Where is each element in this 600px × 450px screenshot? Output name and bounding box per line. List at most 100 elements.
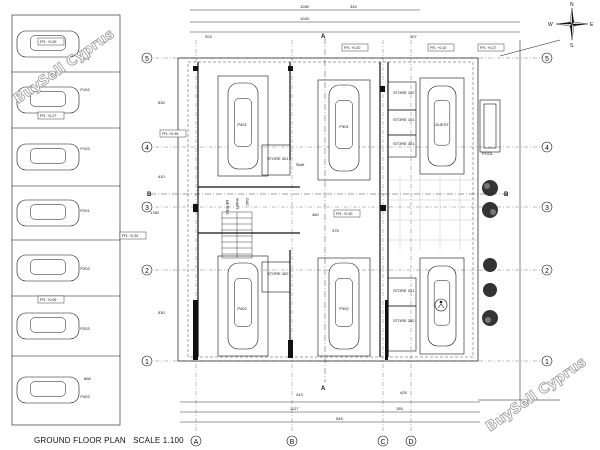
dim-top-5: 307: [410, 34, 417, 39]
pool-label: POOL: [482, 151, 494, 156]
parking-label-p101: P101: [80, 56, 90, 61]
accessible-parking-icon: [434, 298, 448, 312]
car-icon: [16, 143, 80, 171]
corridor-grid-pattern: [388, 175, 478, 250]
staircase: [221, 211, 253, 259]
svg-text:5: 5: [545, 56, 549, 63]
svg-text:Shaft: Shaft: [296, 163, 304, 167]
bottom-dimension-lines: [180, 401, 480, 423]
row-1-label: 1: [145, 359, 149, 366]
store-101-label: STORE 101: [393, 117, 415, 122]
plan-title: GROUND FLOOR PLAN: [34, 436, 126, 445]
svg-text:GAS: GAS: [245, 198, 249, 206]
center-parking-labels: P401 P301 P302 P402 GUEST: [237, 122, 449, 311]
svg-text:FFL +0.27: FFL +0.27: [480, 46, 496, 50]
svg-text:FFL +0.20: FFL +0.20: [344, 46, 360, 50]
dim-top-3: 1040: [300, 16, 310, 21]
svg-text:1780: 1780: [150, 210, 160, 215]
svg-text:1: 1: [545, 359, 549, 366]
col-b-label: B: [290, 439, 295, 446]
section-b-left: B: [147, 192, 152, 198]
row-5-label: 5: [145, 56, 149, 63]
car-icon: [427, 265, 457, 347]
svg-text:3: 3: [545, 205, 549, 212]
svg-text:2: 2: [545, 268, 549, 275]
row-3-label: 3: [145, 205, 149, 212]
parking-label-p102: P102: [80, 87, 90, 92]
svg-text:155: 155: [396, 406, 403, 411]
compass-s: S: [570, 43, 574, 49]
parking-label-p103: P103: [80, 146, 90, 151]
section-b-right: B: [504, 192, 509, 198]
svg-text:METERS: METERS: [225, 200, 229, 215]
svg-text:530: 530: [158, 100, 165, 105]
utility-labels: METERS SHAFT GAS Shaft: [225, 163, 304, 215]
shrub-planters: [482, 180, 498, 326]
compass-n: N: [570, 2, 574, 8]
store-102-label: STORE 102: [393, 90, 415, 95]
section-a-bottom: A: [321, 386, 326, 392]
car-icon: [16, 312, 80, 340]
top-dimension-lines: [190, 9, 520, 33]
top-dimension-labels: 1260 345 1040 203 307: [205, 4, 417, 39]
store-202-label: STORE 202: [393, 318, 415, 323]
ffl-level-tags: FFL +0.25 FFL +0.27 FFL +0.30 FFL +0.35 …: [37, 37, 505, 304]
col-d-label: D: [408, 439, 413, 446]
row-bubbles-right: 5 4 3 2 1: [541, 52, 553, 367]
row-4-label: 4: [145, 145, 149, 152]
svg-text:545: 545: [336, 416, 343, 421]
section-a-top: A: [321, 34, 326, 40]
parking-label-p301: P301: [339, 124, 349, 129]
svg-text:FFL +0.35: FFL +0.35: [162, 132, 178, 136]
svg-text:460: 460: [312, 212, 319, 217]
side-dimension-labels: 530 410 1780 530 896 460 375: [84, 100, 339, 381]
dim-top-4: 203: [205, 34, 212, 39]
car-icon: [427, 85, 457, 167]
column-grid-lines: [195, 40, 412, 432]
compass-w: W: [548, 22, 553, 28]
north-compass: N E S W: [548, 2, 594, 49]
svg-text:FFL +0.10: FFL +0.10: [430, 46, 446, 50]
parking-label-p203: P203: [80, 326, 90, 331]
car-icon: [16, 376, 80, 404]
bottom-dimension-labels: 1127 155 243 545 425: [290, 390, 407, 421]
compass-e: E: [590, 22, 594, 28]
svg-text:530: 530: [158, 310, 165, 315]
row-2-label: 2: [145, 268, 149, 275]
car-icon: [328, 262, 360, 350]
svg-text:FFL +0.27: FFL +0.27: [40, 114, 56, 118]
left-parking-strip: [11, 14, 121, 426]
pool-area: [479, 99, 501, 153]
car-icon: [227, 82, 259, 170]
right-boundary: [478, 39, 561, 401]
parking-label-p402b: P402: [80, 394, 90, 399]
svg-text:FFL +0.05: FFL +0.05: [40, 298, 56, 302]
store-rooms: [261, 81, 417, 352]
parking-label-p401: P401: [237, 122, 247, 127]
svg-text:243: 243: [296, 392, 303, 397]
left-parking-labels: P101 P102 P103 P201 P202 P203 P402: [80, 56, 90, 399]
guest-parking-label: GUEST: [435, 122, 449, 127]
svg-text:4: 4: [545, 145, 549, 152]
section-marks: A A B B: [147, 34, 510, 392]
svg-text:SHAFT: SHAFT: [235, 198, 239, 210]
car-icon: [227, 262, 259, 350]
drawing-caption: GROUND FLOOR PLAN SCALE 1.100: [34, 436, 184, 445]
structural-columns: [193, 66, 388, 360]
svg-text:FFL +0.30: FFL +0.30: [122, 234, 138, 238]
plan-scale: SCALE 1.100: [133, 436, 184, 445]
dim-top-1: 1260: [300, 4, 310, 9]
parking-label-p202: P202: [80, 266, 90, 271]
row-bubbles-left: 5 4 3 2 1: [141, 52, 153, 367]
svg-text:375: 375: [332, 228, 339, 233]
parking-label-p402: P402: [237, 306, 247, 311]
left-parking-cars: [16, 30, 80, 404]
svg-text:410: 410: [158, 174, 165, 179]
car-icon: [16, 199, 80, 227]
car-icon: [16, 254, 80, 282]
car-icon: [328, 84, 360, 172]
store-labels: STORE 102 STORE 101 STORE 301 STORE 401 …: [267, 90, 415, 323]
svg-text:1127: 1127: [290, 406, 299, 411]
